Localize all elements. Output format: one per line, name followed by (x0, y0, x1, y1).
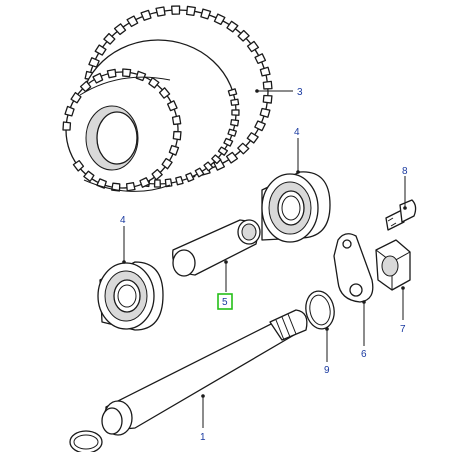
gear-tooth (227, 88, 238, 97)
gear-tooth (186, 5, 196, 16)
bearing-upper[interactable] (261, 171, 331, 243)
gear-tooth (64, 105, 75, 117)
gear-tooth (262, 80, 273, 90)
bolt[interactable] (385, 199, 417, 231)
gear-tooth (259, 66, 271, 77)
gear-tooth (200, 8, 212, 20)
gear-tooth (106, 68, 117, 79)
callout-4-upper: 4 (294, 127, 300, 138)
lever-plate[interactable] (333, 233, 374, 303)
gear-tooth (103, 32, 116, 45)
hex-nut[interactable] (375, 239, 411, 291)
gear-tooth (237, 29, 250, 42)
callout-4-lower: 4 (120, 215, 126, 226)
cluster-gear[interactable] (62, 5, 273, 192)
gear-tooth (225, 151, 239, 164)
gear-tooth (230, 98, 240, 106)
gear-tooth (155, 6, 166, 17)
gear-tooth (262, 94, 273, 104)
callout-3: 3 (297, 87, 303, 98)
gear-tooth (126, 15, 139, 28)
gear-tooth (246, 40, 260, 53)
gear-tooth (227, 128, 237, 137)
gear-tooth (223, 137, 234, 147)
gear-tooth (135, 70, 147, 82)
gear-tooth (72, 159, 85, 172)
gear-tooth (153, 179, 161, 188)
callout-1: 1 (200, 432, 206, 443)
gear-tooth (125, 182, 136, 192)
gear-tooth (171, 5, 181, 15)
callout-5-highlight-box (217, 293, 233, 310)
gear-tooth (62, 121, 72, 131)
gear-tooth (171, 115, 182, 126)
gear-tooth (230, 119, 240, 127)
gear-tooth (140, 9, 152, 21)
gear-tooth (175, 176, 184, 186)
gear-tooth (213, 13, 226, 26)
gear-tooth (139, 177, 151, 188)
callout-5: 5 (222, 297, 228, 308)
gear-tooth (88, 57, 100, 68)
gear-tooth (254, 120, 266, 132)
gear-tooth (172, 130, 182, 141)
gear-tooth (122, 68, 132, 78)
gear-tooth (254, 53, 267, 65)
layshaft[interactable] (101, 309, 308, 436)
gear-tooth (161, 157, 173, 170)
callout-6: 6 (361, 349, 367, 360)
gear-tooth (217, 146, 229, 156)
gear-tooth (158, 87, 171, 99)
gear-tooth (94, 44, 107, 56)
callout-7: 7 (400, 324, 406, 335)
gear-tooth (83, 170, 95, 182)
gear-tooth (194, 167, 205, 178)
leader-lines (122, 89, 407, 428)
gear-tooth (92, 72, 104, 84)
gear-tooth (79, 80, 92, 93)
callout-9: 9 (324, 365, 330, 376)
gear-tooth (211, 154, 222, 165)
gear-tooth (166, 100, 178, 112)
gear-tooth (70, 91, 82, 104)
gear-tooth (148, 77, 160, 89)
gear-tooth (185, 172, 195, 183)
gear-tooth (226, 20, 239, 33)
o-ring-lower[interactable] (69, 430, 103, 452)
gear-tooth (168, 144, 180, 156)
bearing-lower[interactable] (97, 261, 164, 331)
gear-tooth (151, 168, 163, 181)
spacer-tube[interactable] (172, 219, 261, 277)
gear-tooth (259, 107, 271, 118)
callout-8: 8 (402, 166, 408, 177)
gear-tooth (231, 109, 240, 116)
gear-tooth (237, 142, 250, 155)
gear-tooth (203, 161, 214, 172)
o-ring[interactable] (303, 289, 337, 331)
gear-tooth (246, 132, 259, 144)
gear-tooth (113, 23, 127, 36)
